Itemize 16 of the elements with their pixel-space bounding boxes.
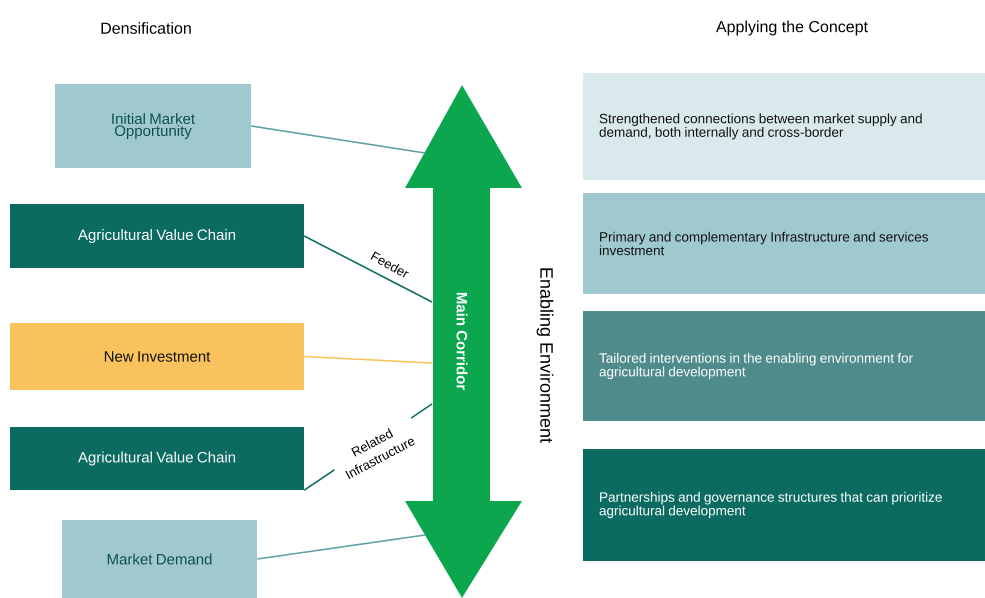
process-box: Agricultural Value Chain [10,204,304,268]
connector-line [251,125,426,154]
text-panel: Strengthened connections between market supply and demand, both internally and cross-border [583,73,985,180]
vertical-label: Enabling Environment [536,268,554,443]
connector-line [257,534,426,560]
process-box: Initial Market Opportunity [55,84,251,168]
column-heading: Densification [102,22,191,34]
connector-line [304,356,432,364]
column-heading: Applying the Concept [716,20,868,36]
process-box: New Investment [10,323,304,390]
process-box: Agricultural Value Chain [10,427,304,490]
text-panel: Tailored interventions in the enabling environment for agricultural development [583,311,985,421]
text-panel: Primary and complementary Infrastructure and services investment [583,193,985,294]
process-box: Market Demand [62,520,257,598]
connector-line [304,235,432,303]
text-panel: Partnerships and governance structures that can prioritize agricultural development [583,449,985,561]
